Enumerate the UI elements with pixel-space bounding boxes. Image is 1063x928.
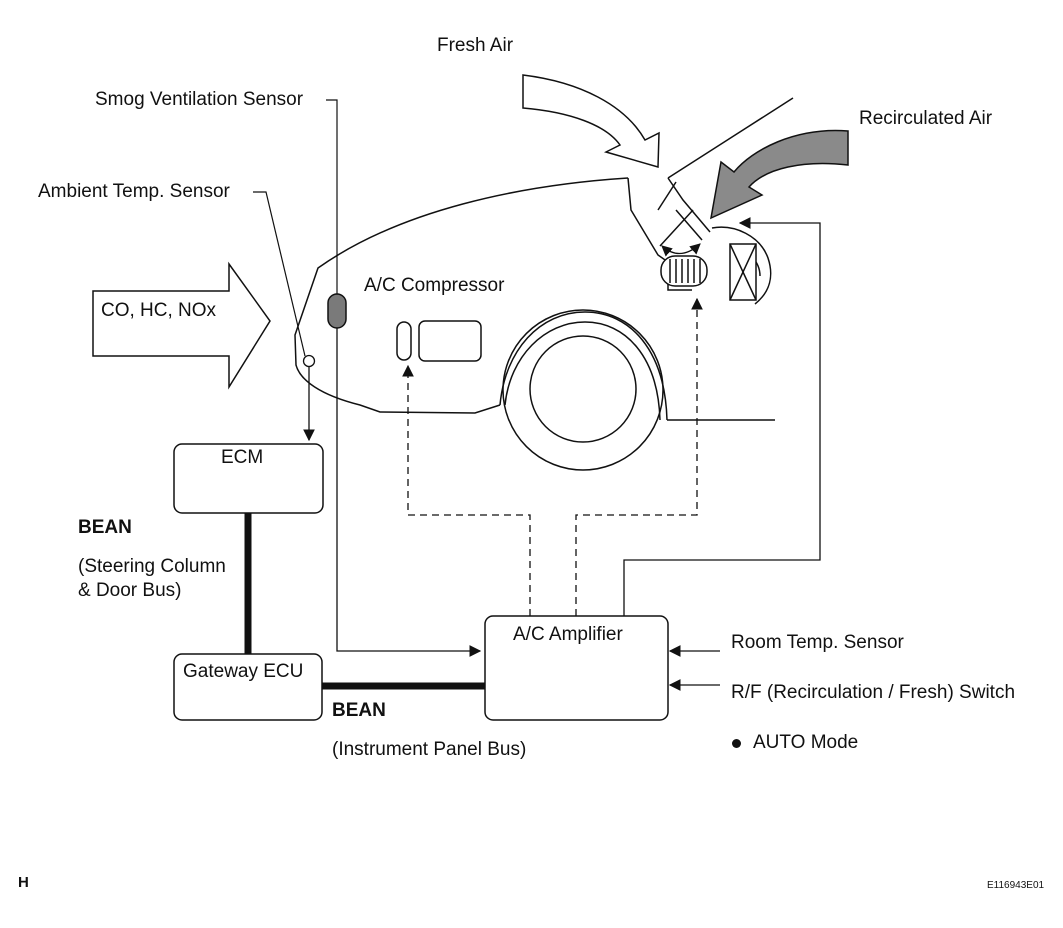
recirc-door-arc bbox=[661, 243, 701, 257]
smog-sensor-label: Smog Ventilation Sensor bbox=[95, 89, 304, 110]
vehicle-outline bbox=[294, 97, 794, 421]
heater-core bbox=[729, 243, 757, 301]
room-temp-sensor-label: Room Temp. Sensor bbox=[731, 632, 904, 653]
gateway-ecu-label: Gateway ECU bbox=[183, 661, 304, 682]
front-wheel bbox=[499, 309, 668, 471]
ac-amplifier-box bbox=[484, 615, 669, 721]
ac-compressor-label: A/C Compressor bbox=[364, 275, 505, 296]
bean-bottom-desc: (Instrument Panel Bus) bbox=[332, 739, 527, 760]
gateway-ecu-box bbox=[173, 653, 323, 721]
fresh-air-label: Fresh Air bbox=[437, 35, 514, 56]
recirculated-air-label: Recirculated Air bbox=[859, 108, 993, 129]
figure-code: E116943E01 bbox=[987, 880, 1045, 891]
bean-left-title: BEAN bbox=[78, 517, 132, 538]
smog-sensor-icon bbox=[327, 293, 347, 329]
corner-letter: H bbox=[18, 874, 29, 891]
auto-mode-bullet bbox=[732, 739, 741, 748]
ecm-box bbox=[173, 443, 324, 514]
bean-left-line2: & Door Bus) bbox=[78, 580, 182, 601]
ac-compressor-icon bbox=[396, 320, 482, 362]
ac-amplifier-label: A/C Amplifier bbox=[513, 624, 623, 645]
signal-lines bbox=[303, 217, 821, 691]
dashed-control-lines bbox=[402, 297, 703, 616]
leader-lines bbox=[253, 99, 338, 357]
auto-mode-label: AUTO Mode bbox=[753, 732, 859, 753]
ecm-label: ECM bbox=[221, 447, 264, 468]
bean-left-line1: (Steering Column bbox=[78, 556, 226, 577]
emissions-arrow bbox=[92, 261, 271, 390]
blower-unit bbox=[660, 255, 708, 287]
bean-bus-lines bbox=[244, 513, 485, 690]
rf-switch-label: R/F (Recirculation / Fresh) Switch bbox=[731, 682, 1016, 703]
recirculated-air-arrow bbox=[710, 129, 849, 220]
ambient-sensor-icon bbox=[302, 354, 316, 368]
bean-bottom-title: BEAN bbox=[332, 700, 386, 721]
emissions-label: CO, HC, NOx bbox=[101, 300, 217, 321]
fresh-air-arrow bbox=[522, 74, 660, 168]
ambient-sensor-label: Ambient Temp. Sensor bbox=[38, 181, 230, 202]
